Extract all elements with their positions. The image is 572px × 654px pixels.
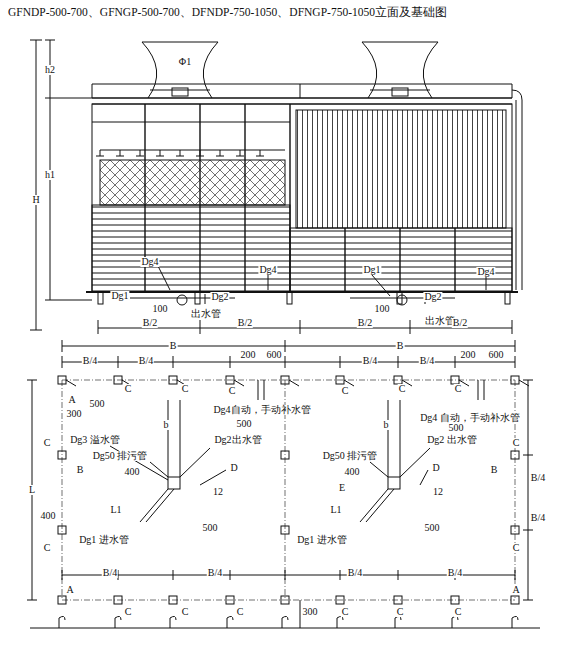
drawing-label: C (181, 384, 190, 394)
drawing-label: 500 (202, 523, 219, 533)
drawing-label: 500 (236, 419, 253, 429)
drawing-label: B/4 (530, 513, 546, 523)
drawing-label: B/4 (207, 568, 223, 578)
drawing-label: 100 (152, 304, 169, 314)
drawing-label: C (43, 543, 52, 553)
drawing-label: B/2 (237, 318, 253, 328)
drawing-label: 500 (448, 423, 465, 433)
drawing-label: B (169, 341, 178, 351)
drawing-label: Dg1 (110, 291, 129, 301)
drawing-label: 200 (240, 350, 257, 360)
drawing-label: Dg1 进水管 (296, 535, 348, 545)
drawing-label: B/4 (138, 356, 154, 366)
drawing-label: C (512, 438, 521, 448)
drawing-label: C (341, 386, 350, 396)
drawing-label: 12 (432, 487, 444, 497)
drawing-label: C (341, 607, 350, 617)
drawing-label: 100 (374, 304, 391, 314)
drawing-label: Dg4 (258, 265, 277, 275)
drawing-label: Dg2 (210, 292, 229, 302)
drawing-label: L1 (109, 505, 122, 515)
elevation (30, 40, 522, 334)
drawing-label: Dg3 溢水管 (69, 435, 121, 445)
drawing-label: A (65, 585, 74, 595)
drawing-label: A (511, 585, 520, 595)
drawing-label: B/4 (419, 356, 435, 366)
drawing-label: E (338, 483, 346, 493)
drawing-label: Dg50 排污管 (322, 451, 379, 461)
drawing-label: B/4 (82, 356, 98, 366)
drawing-label: 600 (488, 350, 505, 360)
drawing-label: B/4 (447, 568, 463, 578)
drawing-label: L1 (329, 505, 342, 515)
drawing-label: 500 (89, 399, 106, 409)
drawing-label: Dg1 (362, 265, 381, 275)
drawing-label: C (454, 607, 463, 617)
drawing-label: C (228, 386, 237, 396)
drawing-label: H (31, 195, 40, 205)
drawing-label: C (454, 384, 463, 394)
drawing-label: Dg2 (423, 292, 442, 302)
drawing-label: 300 (66, 409, 83, 419)
drawing-label: 500 (424, 523, 441, 533)
foundation-plan (27, 340, 540, 628)
drawing-label: C (43, 438, 52, 448)
drawing-label: B/4 (530, 473, 546, 483)
drawing-label: B/4 (347, 568, 363, 578)
drawing-label: Dg50 排污管 (92, 451, 149, 461)
drawing-label: 200 (460, 350, 477, 360)
drawing-label: B/2 (357, 318, 373, 328)
drawing-label: B/2 (452, 318, 468, 328)
drawing-label: D (431, 463, 440, 473)
drawing-label: Dg4 (476, 267, 495, 277)
drawing-label: Dg1 进水管 (78, 535, 130, 545)
drawing-label: Φ1 (178, 57, 192, 67)
drawing-label: D (229, 463, 238, 473)
drawing-label: 600 (266, 350, 283, 360)
drawing-label: C (236, 607, 245, 617)
drawing-label: h1 (44, 170, 56, 180)
drawing-label: 出水管 (190, 309, 222, 319)
drawing-label: C (124, 607, 133, 617)
drawing-label: C (124, 384, 133, 394)
drawing-label: C (181, 607, 190, 617)
drawing-label: Dg2 出水管 (426, 435, 478, 445)
drawing-label: B/4 (102, 568, 118, 578)
piers (58, 150, 533, 628)
drawing-label: C (396, 607, 405, 617)
drawing-label: B (490, 465, 499, 475)
drawing-label: 12 (212, 487, 224, 497)
drawing-label: 400 (344, 467, 361, 477)
drawing-label: Dg4 (140, 257, 159, 267)
drawing-label: 400 (40, 511, 57, 521)
drawing-label: h2 (44, 65, 56, 75)
drawing-label: B (76, 465, 85, 475)
drawing-title: GFNDP-500-700、GFNGP-500-700、DFNDP-750-10… (8, 6, 447, 19)
drawing-label: b (163, 420, 170, 430)
drawing-label: 300 (302, 607, 319, 617)
drawing-label: 400 (124, 467, 141, 477)
drawing-label: Dg4自动，手动补水管 (212, 405, 311, 415)
drawing-label: Dg4 自动，手动补水管 (419, 413, 521, 423)
drawing-label: B/4 (362, 356, 378, 366)
drawing-label: C (512, 543, 521, 553)
drawing-label: B (396, 341, 405, 351)
drawing-label: b (383, 420, 390, 430)
drawing-label: Dg2出水管 (213, 435, 262, 445)
drawing-label: L (28, 485, 36, 495)
drawing-label: B/2 (142, 318, 158, 328)
drawing-label: A (67, 395, 76, 405)
drawing-label: C (398, 384, 407, 394)
